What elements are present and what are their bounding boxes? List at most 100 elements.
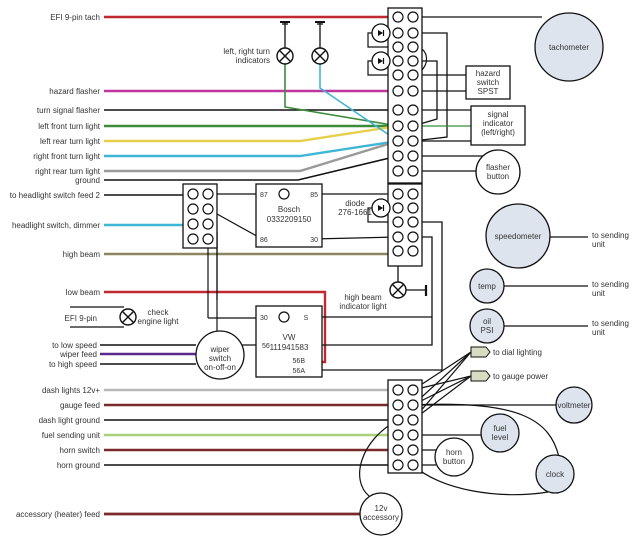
connector-block-bottom	[387, 379, 423, 474]
accessory-label: 12v	[375, 504, 388, 513]
wire-label-11: low beam	[66, 288, 101, 297]
connector-pin	[202, 203, 214, 215]
wire-clock-ground	[412, 464, 549, 496]
voltmeter-gauge	[555, 386, 593, 424]
wire-right-front-turn-light	[104, 139, 399, 158]
connector-pin	[407, 216, 419, 228]
flasher-button-label: flasher	[486, 163, 510, 172]
connector-pin	[407, 85, 419, 97]
wire-label-3: left front turn light	[38, 122, 101, 131]
wire-label-13: to low speed	[52, 341, 97, 350]
pin-label-56b: 56B	[293, 358, 306, 365]
wire-clock-feed	[412, 403, 560, 458]
wire-label-9: headlight switch, dimmer	[12, 221, 100, 230]
fuel-level-gauge	[480, 413, 520, 453]
wiper-switch	[195, 330, 245, 380]
connector-pin	[407, 188, 419, 200]
connector-pin	[392, 245, 404, 257]
connector-pin	[407, 55, 419, 67]
oil-psi-gauge	[469, 308, 505, 344]
sending-unit-label: to sending	[592, 319, 629, 328]
connector-pin	[202, 218, 214, 230]
check-engine-lamp	[119, 308, 137, 326]
wire-30	[311, 236, 399, 240]
wire-dial	[412, 351, 472, 421]
horn-button-label: horn	[446, 448, 462, 457]
wire-label-18: dash light ground	[39, 416, 100, 425]
connector-pin	[407, 104, 419, 116]
connector-pin	[407, 150, 419, 162]
connector-pin	[407, 245, 419, 257]
connector-pin	[392, 216, 404, 228]
wire-ground	[104, 155, 399, 181]
voltmeter-label: voltmeter	[558, 401, 591, 410]
wire-label-14: wiper feed	[59, 350, 97, 359]
signal-indicator-label: indicator	[483, 119, 514, 128]
connector-pin	[392, 399, 404, 411]
wire	[367, 32, 398, 48]
vw-relay-name: VW	[283, 333, 296, 342]
signal-indicator-label: (left/right)	[481, 128, 515, 137]
wire-label-10: high beam	[63, 250, 101, 259]
hazard-switch-box	[465, 65, 511, 100]
relay-coil-icon	[278, 188, 290, 200]
flasher-button-label: button	[487, 172, 509, 181]
temp-label: temp	[478, 282, 496, 291]
dial-lighting-connector	[470, 346, 491, 358]
dial-lighting-label: to dial lighting	[493, 348, 542, 357]
connector-pin	[392, 150, 404, 162]
oil-psi-label: oil	[483, 317, 491, 326]
sending-unit-label: unit	[592, 328, 606, 337]
wire-label-12: EFI 9-pin	[65, 314, 97, 323]
high-beam-indicator-label: indicator light	[339, 302, 387, 311]
bosch-relay-part: 0332209150	[267, 215, 312, 224]
wiper-switch-label: wiper	[209, 345, 229, 354]
gauge-power-label: to gauge power	[493, 372, 548, 381]
connector-pin	[392, 11, 404, 23]
connector-pin	[407, 41, 419, 53]
wire-gauge	[412, 375, 472, 391]
tachometer-label: tachometer	[549, 43, 589, 52]
flasher-button	[475, 149, 521, 195]
oil-psi-label: PSI	[481, 326, 494, 335]
pin-label-30: 30	[310, 237, 318, 244]
sending-unit-label: unit	[592, 240, 606, 249]
wire	[367, 60, 398, 76]
connector-pin	[407, 165, 419, 177]
connector-pin	[407, 11, 419, 23]
wire-to-56	[216, 232, 262, 346]
wire	[412, 32, 448, 142]
connector-pin	[392, 444, 404, 456]
clock-label: clock	[546, 470, 565, 479]
sending-unit-label: to sending	[592, 231, 629, 240]
connector-pin	[392, 384, 404, 396]
turn-indicators-label: left, right turn	[223, 47, 270, 56]
vw-relay-part: 111941583	[270, 343, 309, 352]
wire-dial	[412, 351, 472, 391]
wire-gauge	[412, 375, 472, 406]
wire-label-7: ground	[75, 176, 100, 185]
connector-pin	[407, 399, 419, 411]
connector-pin	[407, 120, 419, 132]
high-beam-indicator-label: high beam	[344, 293, 382, 302]
connector-pin	[187, 233, 199, 245]
ground-icon	[280, 21, 290, 25]
wire-label-15: to high speed	[49, 360, 97, 369]
horn-button	[434, 437, 474, 477]
turn-indicators-label: indicators	[236, 56, 270, 65]
signal-indicator-box	[470, 105, 526, 146]
connector-pin	[407, 231, 419, 243]
wire-dial	[412, 351, 472, 406]
connector-pin	[392, 135, 404, 147]
pin-label-85: 85	[310, 192, 318, 199]
wire-56a	[312, 221, 443, 371]
wire-gauge	[412, 375, 472, 421]
fuel-level-label: level	[492, 433, 509, 442]
bosch-relay-name: Bosch	[278, 205, 300, 214]
pin-label-86: 86	[260, 237, 268, 244]
sending-unit-label: to sending	[592, 280, 629, 289]
connector-pin	[392, 55, 404, 67]
wire-label-21: horn ground	[57, 461, 100, 470]
connector-pin	[407, 384, 419, 396]
